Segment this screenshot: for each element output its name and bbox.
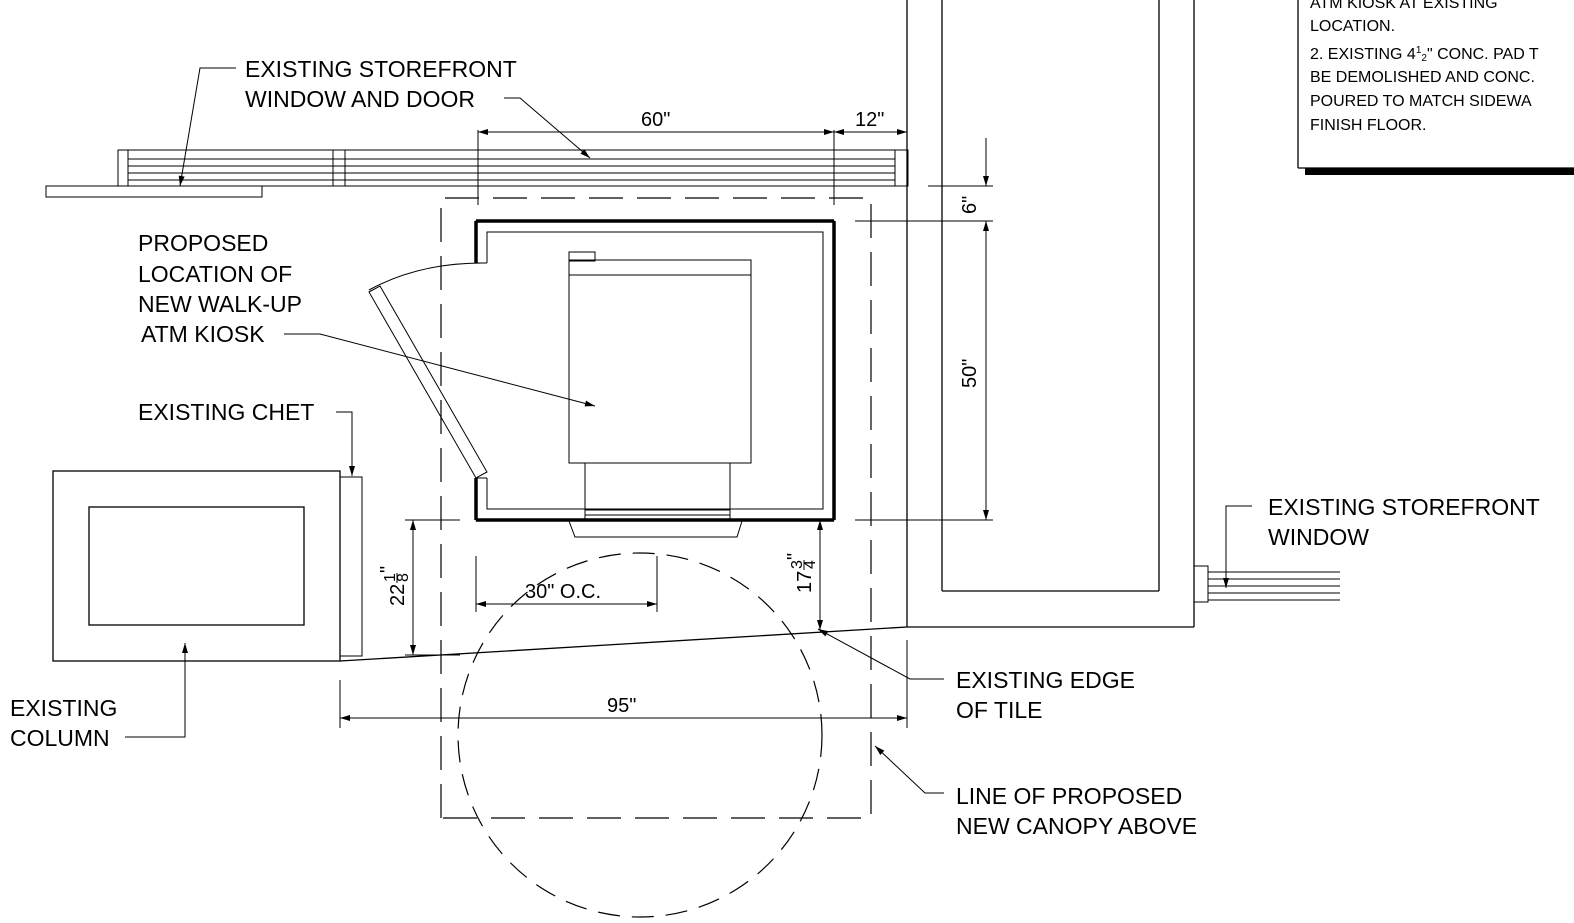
dimension-17-inch: " <box>784 553 806 560</box>
note-line-3-numerator: 1 <box>1416 45 1422 56</box>
label-proposed-location-1: PROPOSED <box>138 230 268 256</box>
note-line-2: LOCATION. <box>1310 18 1395 35</box>
dimension-17-3-4: 17 3 4 " <box>784 553 819 593</box>
dimension-60: 60" <box>641 109 670 131</box>
label-existing-column-2: COLUMN <box>10 725 110 751</box>
dimension-12: 12" <box>855 109 884 131</box>
clear-floor-circle <box>457 552 823 918</box>
note-line-1: ATM KIOSK AT EXISTING <box>1310 0 1498 12</box>
label-existing-chet: EXISTING CHET <box>138 399 314 425</box>
dimension-lines <box>339 125 993 728</box>
label-canopy-line-2: NEW CANOPY ABOVE <box>956 813 1197 839</box>
existing-storefront-window-door <box>45 149 909 198</box>
label-proposed-location-4: ATM KIOSK <box>141 321 265 347</box>
atm-kiosk-unit <box>568 251 752 538</box>
dimension-6: 6" <box>959 196 981 214</box>
note-line-6: FINISH FLOOR. <box>1310 117 1426 134</box>
dimension-50: 50" <box>959 359 981 388</box>
dimension-22-denominator: 8 <box>395 573 412 582</box>
note-line-4: BE DEMOLISHED AND CONC. <box>1310 69 1535 86</box>
dimension-22-numerator: 1 <box>382 573 399 582</box>
existing-column <box>52 470 363 662</box>
existing-storefront-window-right <box>1193 565 1340 603</box>
dimension-22-1-8: 22 1 8 " <box>377 566 412 606</box>
label-existing-edge-of-tile-1: EXISTING EDGE <box>956 667 1135 693</box>
label-existing-storefront-window-door-2: WINDOW AND DOOR <box>245 86 475 112</box>
dimension-17-denominator: 4 <box>802 560 819 569</box>
dimension-30-oc: 30" O.C. <box>525 581 601 603</box>
label-existing-storefront-window-door-1: EXISTING STOREFRONT <box>245 56 517 82</box>
dimension-17-whole: 17 <box>794 571 816 593</box>
dimension-22-whole: 22 <box>387 584 409 606</box>
label-existing-storefront-window-1: EXISTING STOREFRONT <box>1268 494 1540 520</box>
label-canopy-line-1: LINE OF PROPOSED <box>956 783 1182 809</box>
label-existing-storefront-window-2: WINDOW <box>1268 524 1369 550</box>
label-existing-edge-of-tile-2: OF TILE <box>956 697 1043 723</box>
building-walls <box>906 0 1195 628</box>
dimension-17-numerator: 3 <box>789 560 806 569</box>
general-notes-box: ATM KIOSK AT EXISTING LOCATION. 2. EXIST… <box>1297 0 1574 175</box>
note-line-5: POURED TO MATCH SIDEWA <box>1310 93 1532 110</box>
dimension-95: 95" <box>607 695 636 717</box>
leader-lines <box>125 67 1252 794</box>
note-line-3-denominator: 2 <box>1421 53 1427 64</box>
note-line-3-suffix: " CONC. PAD T <box>1427 46 1539 63</box>
label-existing-column-1: EXISTING <box>10 695 117 721</box>
label-proposed-location-3: NEW WALK-UP <box>138 291 302 317</box>
note-line-3-prefix: 2. EXISTING 4 <box>1310 46 1416 63</box>
proposed-canopy-outline <box>440 197 872 819</box>
atm-kiosk-enclosure <box>368 219 836 522</box>
label-proposed-location-2: LOCATION OF <box>138 261 292 287</box>
existing-edge-of-tile <box>339 626 908 662</box>
note-line-3: 2. EXISTING 412" CONC. PAD T <box>1310 45 1539 64</box>
dimension-22-inch: " <box>377 566 399 573</box>
